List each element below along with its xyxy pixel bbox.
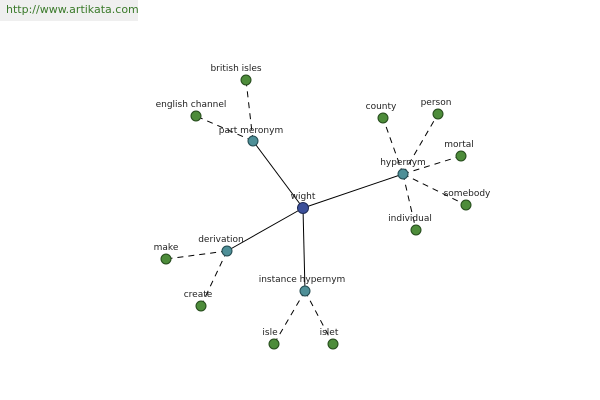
node-label-make: make [154, 243, 179, 253]
node-somebody[interactable] [460, 199, 472, 211]
node-isle[interactable] [268, 338, 280, 350]
node-label-derivation: derivation [198, 235, 244, 245]
edge-wight-to-derivation [226, 207, 304, 252]
nodes-layer [160, 74, 472, 350]
node-label-hypernym: hypernym [380, 158, 426, 168]
node-english-channel[interactable] [190, 110, 202, 122]
node-person[interactable] [432, 108, 444, 120]
node-individual[interactable] [410, 224, 422, 236]
edge-hypernym-to-person [402, 113, 439, 175]
edge-hypernym-to-county [382, 117, 404, 175]
node-mortal[interactable] [455, 150, 467, 162]
node-make[interactable] [160, 253, 172, 265]
node-label-wight: wight [291, 192, 316, 202]
node-label-county: county [366, 102, 397, 112]
node-wight[interactable] [297, 202, 309, 214]
node-derivation[interactable] [221, 245, 233, 257]
node-create[interactable] [195, 300, 207, 312]
node-label-instance-hypernym: instance hypernym [259, 275, 346, 285]
edge-hypernym-to-somebody [402, 173, 467, 206]
node-label-isle: isle [262, 328, 278, 338]
node-county[interactable] [377, 112, 389, 124]
node-label-mortal: mortal [444, 140, 474, 150]
node-label-create: create [184, 290, 213, 300]
labels-layer: wight part meronym hypernym derivation insta… [154, 64, 491, 338]
node-label-person: person [421, 98, 452, 108]
node-part-meronym[interactable] [247, 135, 259, 147]
edge-wight-to-instance-hypernym [302, 207, 306, 292]
edges-layer [165, 79, 467, 345]
node-british-isles[interactable] [240, 74, 252, 86]
node-label-somebody: somebody [444, 189, 491, 199]
node-label-islet: islet [320, 328, 339, 338]
edge-instance-hypernym-to-isle [273, 290, 306, 345]
node-label-british-isles: british isles [210, 64, 261, 74]
node-label-part-meronym: part meronym [219, 126, 283, 136]
node-instance-hypernym[interactable] [299, 285, 311, 297]
edge-hypernym-to-individual [402, 173, 417, 231]
edge-instance-hypernym-to-islet [304, 290, 334, 345]
node-hypernym[interactable] [397, 168, 409, 180]
edge-wight-to-hypernym [302, 173, 404, 209]
node-label-individual: individual [388, 214, 432, 224]
edge-wight-to-part-meronym [252, 140, 304, 209]
site-link[interactable]: http://www.artikata.com [0, 0, 139, 21]
node-label-english-channel: english channel [156, 100, 227, 110]
node-islet[interactable] [327, 338, 339, 350]
